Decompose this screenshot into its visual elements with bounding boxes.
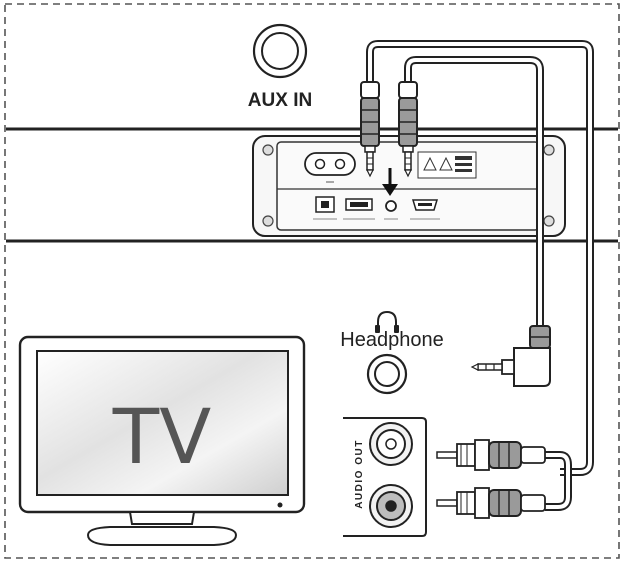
headphone-label: Headphone bbox=[340, 329, 443, 351]
warning-label bbox=[417, 151, 477, 179]
rca-plug-top bbox=[436, 439, 546, 471]
aux-plug-left bbox=[360, 81, 380, 178]
tv-label: TV bbox=[112, 392, 211, 481]
tv-illustration: TV bbox=[18, 335, 306, 546]
panel-screw bbox=[262, 215, 274, 227]
aux-cables bbox=[366, 40, 594, 511]
power-socket bbox=[304, 152, 356, 183]
tv-screen bbox=[36, 350, 289, 496]
panel-screw bbox=[262, 144, 274, 156]
audio-out-panel: AUDIO OUT bbox=[343, 417, 427, 537]
rca-jack-white bbox=[369, 422, 413, 466]
tv-power-led bbox=[277, 502, 283, 508]
aux-port bbox=[385, 200, 397, 212]
aux-plug-right bbox=[398, 81, 418, 178]
tv-stand bbox=[86, 526, 238, 546]
panel-screw bbox=[543, 215, 555, 227]
headphone-icon bbox=[375, 310, 399, 333]
rca-jack-red bbox=[369, 484, 413, 528]
arrow-down-icon bbox=[382, 168, 398, 196]
panel-screw bbox=[543, 144, 555, 156]
headphone-jack bbox=[366, 353, 408, 395]
aux-in-jack bbox=[252, 23, 308, 79]
rca-plug-bottom bbox=[436, 487, 546, 519]
tv-neck bbox=[128, 511, 196, 525]
aux-in-label: AUX IN bbox=[248, 90, 312, 111]
dashed-border bbox=[4, 3, 620, 559]
right-angle-plug bbox=[470, 325, 551, 387]
audio-out-label: AUDIO OUT bbox=[354, 439, 365, 509]
